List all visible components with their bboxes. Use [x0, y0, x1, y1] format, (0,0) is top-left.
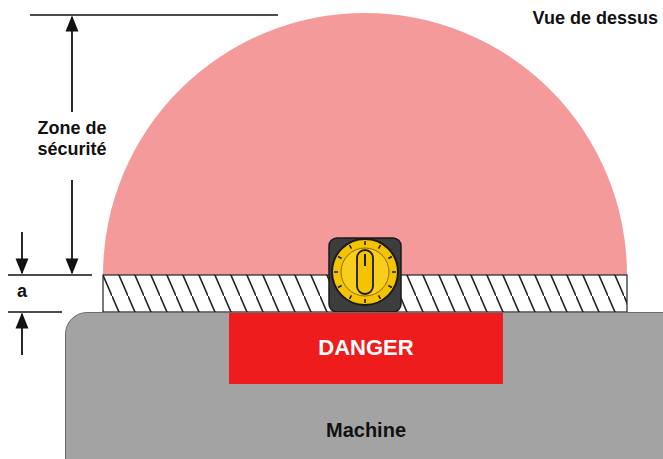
dimension-label: a [10, 281, 34, 302]
dial-tick [364, 241, 366, 245]
dial-tick [379, 245, 381, 248]
dimension-arrow [21, 314, 23, 355]
dial-tick [338, 257, 341, 259]
dial-tick [364, 299, 366, 303]
machine-box: Machine DANGER [65, 312, 663, 459]
dial-tick [334, 271, 338, 273]
dimension-label: Zone de sécurité [2, 118, 142, 159]
dimension-arrow [21, 232, 23, 273]
dial-tick [388, 257, 391, 259]
dial-tick [350, 295, 352, 298]
view-label: Vue de dessus [530, 8, 658, 29]
extension-line [30, 14, 278, 16]
dial-tick [379, 295, 381, 298]
node-text: DANGER [229, 335, 503, 361]
node-text: Machine [246, 419, 486, 442]
danger-zone: DANGER [229, 313, 503, 384]
safety-zone [103, 13, 627, 275]
dial-tick [350, 245, 352, 248]
extension-line [8, 274, 92, 276]
dial-tick [338, 286, 341, 288]
extension-line [8, 311, 62, 313]
dial-tick [392, 271, 396, 273]
sensor [329, 238, 401, 312]
dial-tick [388, 286, 391, 288]
dimension-arrow [71, 180, 73, 273]
dimension-arrow [71, 17, 73, 112]
